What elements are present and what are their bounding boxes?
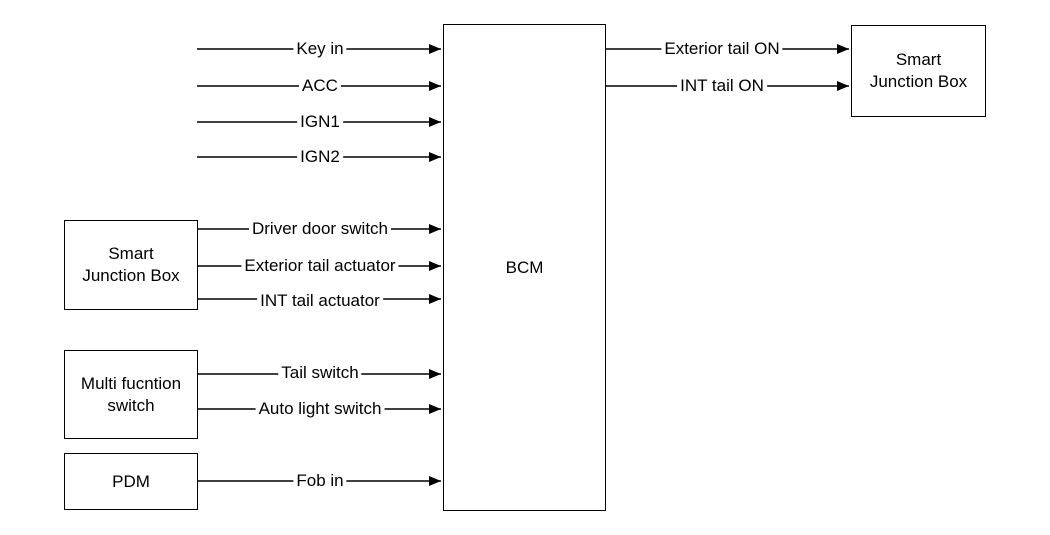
signal-tail-switch: Tail switch [278, 363, 362, 383]
multifunction-line1: Multi fucntion [80, 373, 182, 393]
bcm-label: BCM [505, 257, 544, 277]
signal-int-tail-on: INT tail ON [677, 76, 767, 96]
pdm-box: PDM [64, 453, 198, 510]
bcm-block: BCM [443, 24, 606, 511]
signal-driver-door-switch: Driver door switch [248, 219, 392, 239]
signal-auto-light-switch: Auto light switch [255, 399, 385, 419]
signal-ign1: IGN1 [297, 112, 343, 132]
signal-key-in: Key in [293, 39, 347, 59]
multifunction-line2: switch [107, 395, 155, 415]
sjb-left-line1: Smart [108, 244, 154, 263]
sjb-right-line2: Junction Box [869, 72, 968, 91]
signal-acc: ACC [299, 76, 341, 96]
signal-exterior-tail-actuator: Exterior tail actuator [241, 256, 399, 276]
smart-junction-box-right: Smart Junction Box [851, 25, 986, 117]
smart-junction-box-left: Smart Junction Box [64, 220, 198, 310]
multifunction-switch-box: Multi fucntion switch [64, 350, 198, 439]
signal-exterior-tail-on: Exterior tail ON [661, 39, 783, 59]
sjb-right-line1: Smart [895, 50, 942, 69]
sjb-left-line2: Junction Box [82, 266, 180, 285]
signal-int-tail-actuator: INT tail actuator [257, 291, 383, 311]
pdm-label: PDM [112, 471, 150, 491]
signal-fob-in: Fob in [293, 471, 347, 491]
signal-ign2: IGN2 [297, 147, 343, 167]
